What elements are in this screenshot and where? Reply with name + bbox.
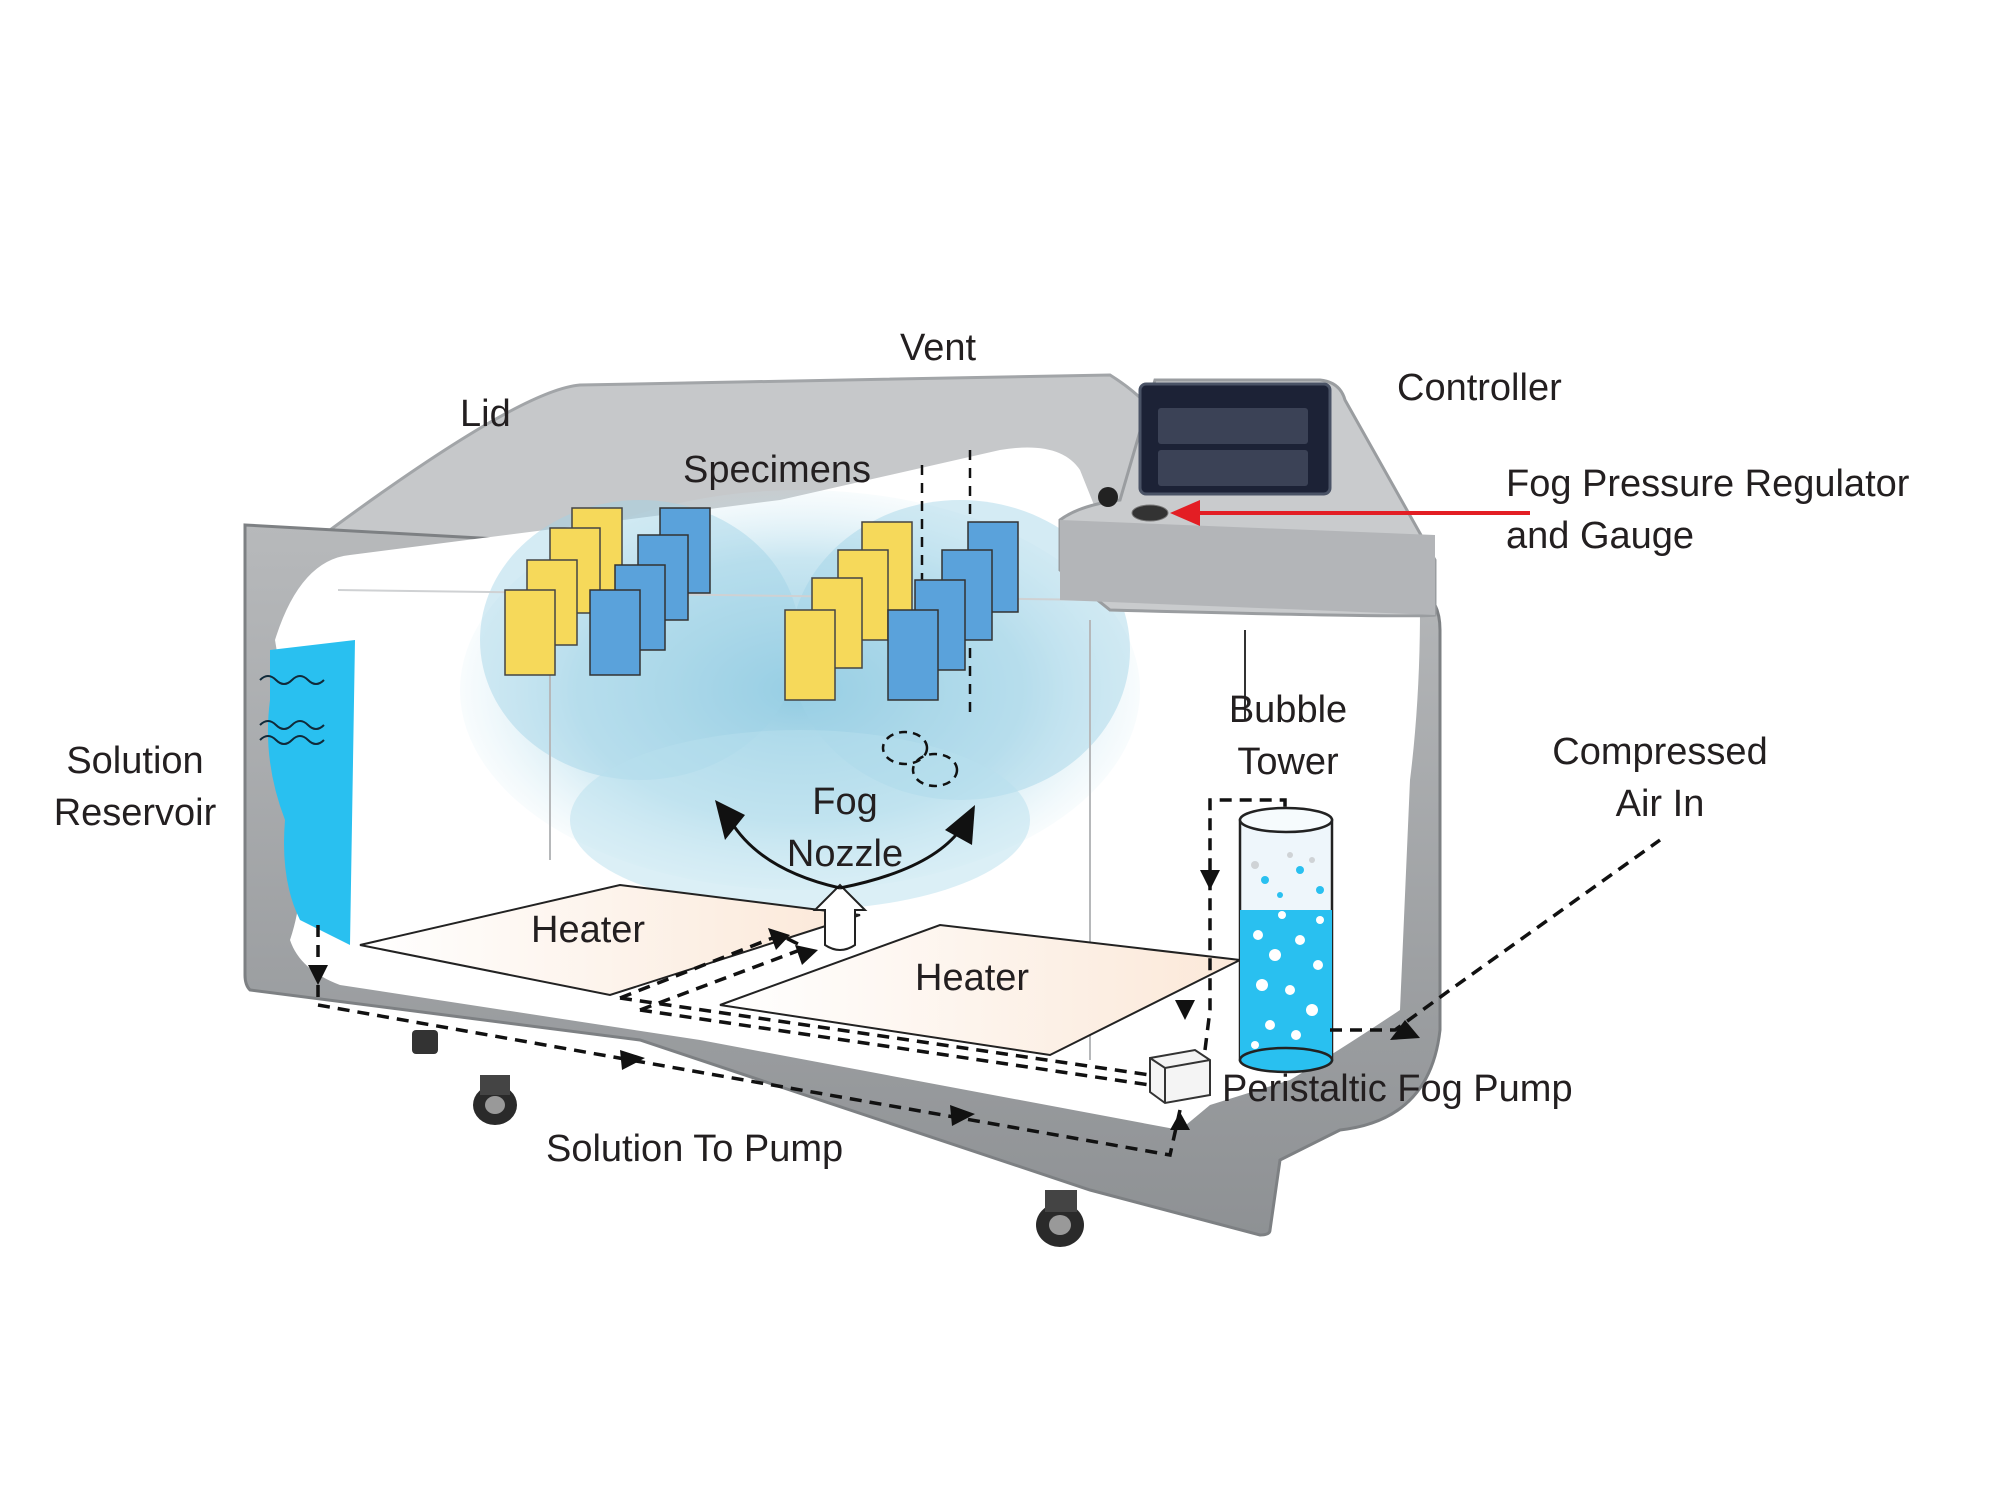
solution-wave xyxy=(259,735,325,745)
label-controller: Controller xyxy=(1397,367,1562,409)
tower-to-pump-path xyxy=(1203,798,1287,1051)
controller-display-upper xyxy=(1158,408,1308,444)
fog-spray-arrow-right xyxy=(945,805,975,845)
pump-to-nozzle-path-b xyxy=(639,948,801,1012)
label-fog-nozzle-line1: Fog xyxy=(812,781,878,823)
label-fog-nozzle-line2: Nozzle xyxy=(786,833,904,875)
peristaltic-pump-block xyxy=(1149,1048,1211,1105)
specimen-panel-blue xyxy=(589,589,641,676)
fog-nozzle-body xyxy=(812,883,868,951)
label-compressed-air-line1: Compressed xyxy=(1552,731,1768,773)
label-compressed-air-line2: Air In xyxy=(1615,783,1705,825)
controller-base xyxy=(1060,520,1435,615)
pump-to-nozzle-path-c xyxy=(619,996,1151,1077)
solution-reservoir-tank xyxy=(267,640,355,945)
specimens-group-left xyxy=(504,507,711,676)
specimen-panel-yellow xyxy=(784,609,836,701)
bubbles xyxy=(1251,911,1324,1049)
specimen-panel-yellow xyxy=(504,589,556,676)
bubble-tower-bottom xyxy=(1238,1046,1334,1074)
label-fog-nozzle: Fog Nozzle xyxy=(760,776,930,880)
solution-wave xyxy=(259,675,325,685)
caster-wheels xyxy=(412,1030,1084,1247)
controller-display-lower xyxy=(1158,450,1308,486)
label-vent: Vent xyxy=(900,327,977,369)
heater-left-plate xyxy=(359,883,861,997)
label-heater-right: Heater xyxy=(915,957,1030,999)
specimens-group-right xyxy=(784,521,1019,701)
pressure-gauge xyxy=(1131,504,1169,522)
bubbles-above xyxy=(1261,866,1324,898)
regulator-knob xyxy=(1098,487,1118,507)
solution-wave xyxy=(259,720,325,730)
label-fog-pressure-line1: Fog Pressure Regulator xyxy=(1506,463,1910,505)
fog-spray-arc-left xyxy=(728,819,841,890)
fog-spray-arc-right xyxy=(839,829,962,890)
label-bubble-tower-line1: Bubble xyxy=(1228,689,1348,731)
label-fog-pressure-line2: and Gauge xyxy=(1506,515,1695,557)
label-solution-reservoir: Solution Reservoir xyxy=(40,735,230,839)
label-peristaltic-pump: Peristaltic Fog Pump xyxy=(1222,1068,1573,1110)
pump-to-nozzle-path-d xyxy=(639,1008,1151,1087)
label-fog-pressure: Fog Pressure Regulator and Gauge xyxy=(1506,458,1909,562)
fog-spray-arrow-left xyxy=(715,800,745,840)
flow-arrows xyxy=(308,870,1420,1130)
vent-duct-curve xyxy=(911,752,959,788)
specimen-panel-blue xyxy=(887,609,939,701)
label-lid: Lid xyxy=(460,393,511,435)
compressed-air-path xyxy=(1330,838,1662,1032)
label-bubble-tower-line2: Tower xyxy=(1237,741,1339,783)
bubble-tower-top xyxy=(1238,806,1334,834)
label-solution-to-pump: Solution To Pump xyxy=(546,1128,844,1170)
label-compressed-air: Compressed Air In xyxy=(1530,726,1790,830)
label-solution-reservoir-line1: Solution xyxy=(66,740,204,782)
label-bubble-tower: Bubble Tower xyxy=(1208,684,1368,788)
label-solution-reservoir-line2: Reservoir xyxy=(53,792,217,834)
label-specimens: Specimens xyxy=(683,449,871,491)
fog-pressure-pointer-head xyxy=(1170,500,1200,526)
bubbles-spray xyxy=(1251,852,1315,869)
vent-duct-curve xyxy=(881,730,929,766)
label-heater-left: Heater xyxy=(531,909,646,951)
